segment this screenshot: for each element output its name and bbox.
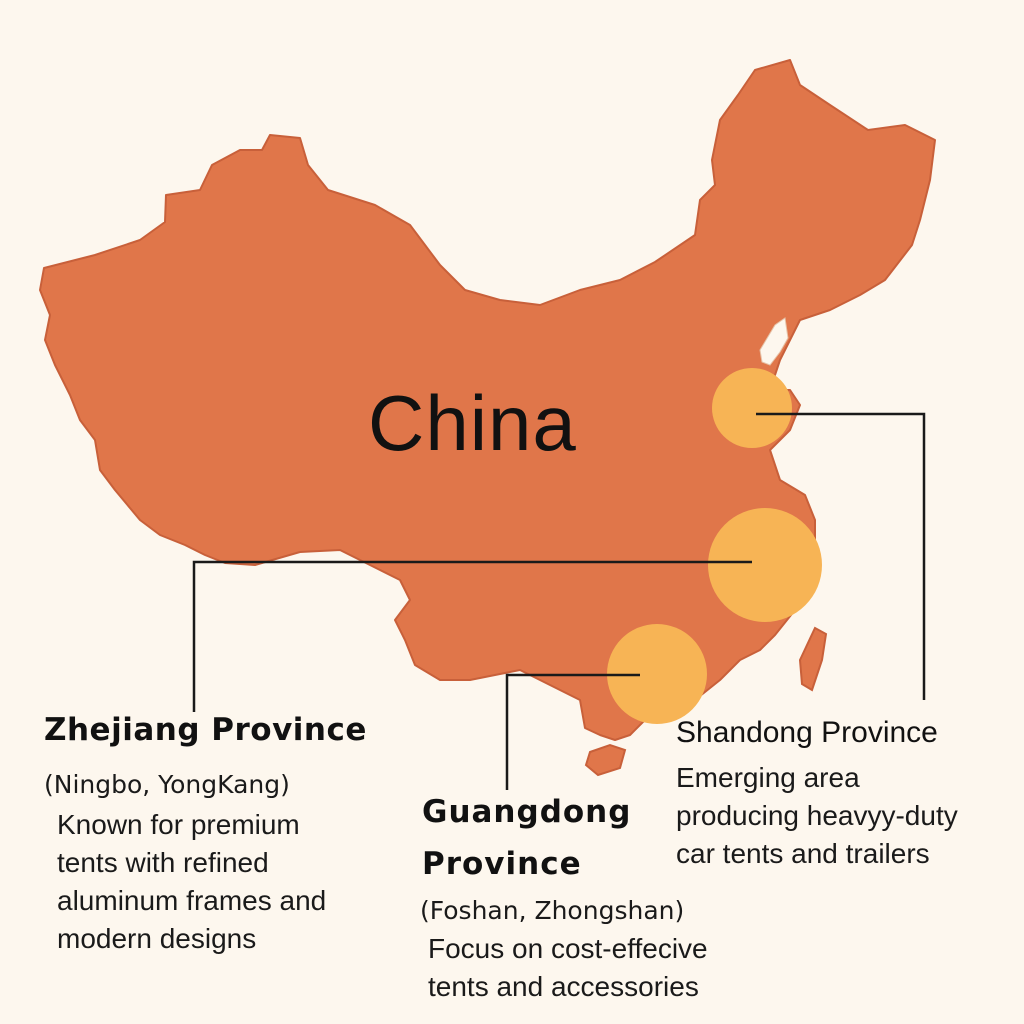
shandong-leader-line — [756, 412, 926, 700]
zhejiang-description-line: aluminum frames and — [57, 885, 327, 916]
guangdong-description-line: Focus on cost-effecive — [428, 933, 708, 964]
guangdong-cities: (Foshan, Zhongshan) — [420, 896, 685, 925]
zhejiang-title: Zhejiang Province — [44, 712, 367, 748]
taiwan-island-shape — [798, 626, 828, 692]
guangdong-description: Focus on cost-effecive tents and accesso… — [428, 930, 708, 1006]
bohai-bay-shape — [759, 317, 789, 366]
zhejiang-leader-line — [192, 560, 752, 712]
guangdong-title-line: Province — [422, 846, 582, 882]
guangdong-leader-line — [505, 673, 640, 790]
zhejiang-hub-marker — [708, 508, 822, 622]
shandong-title: Shandong Province — [676, 716, 938, 749]
guangdong-title: Guangdong Province — [422, 786, 631, 890]
shandong-description-line: car tents and trailers — [676, 838, 930, 869]
shandong-hub-marker — [712, 368, 792, 448]
shandong-description-line: producing heavyy-duty — [676, 800, 958, 831]
guangdong-title-line: Guangdong — [422, 794, 632, 830]
hainan-island-shape — [584, 743, 627, 777]
zhejiang-description-line: Known for premium — [57, 809, 300, 840]
zhejiang-description: Known for premium tents with refined alu… — [57, 806, 326, 958]
shandong-description-line: Emerging area — [676, 762, 860, 793]
guangdong-description-line: tents and accessories — [428, 971, 699, 1002]
country-label: China — [368, 379, 577, 467]
zhejiang-cities: (Ningbo, YongKang) — [44, 770, 290, 799]
zhejiang-description-line: modern designs — [57, 923, 257, 954]
guangdong-hub-marker — [607, 624, 707, 724]
shandong-description: Emerging area producing heavyy-duty car … — [676, 759, 958, 873]
zhejiang-description-line: tents with refined — [57, 847, 269, 878]
